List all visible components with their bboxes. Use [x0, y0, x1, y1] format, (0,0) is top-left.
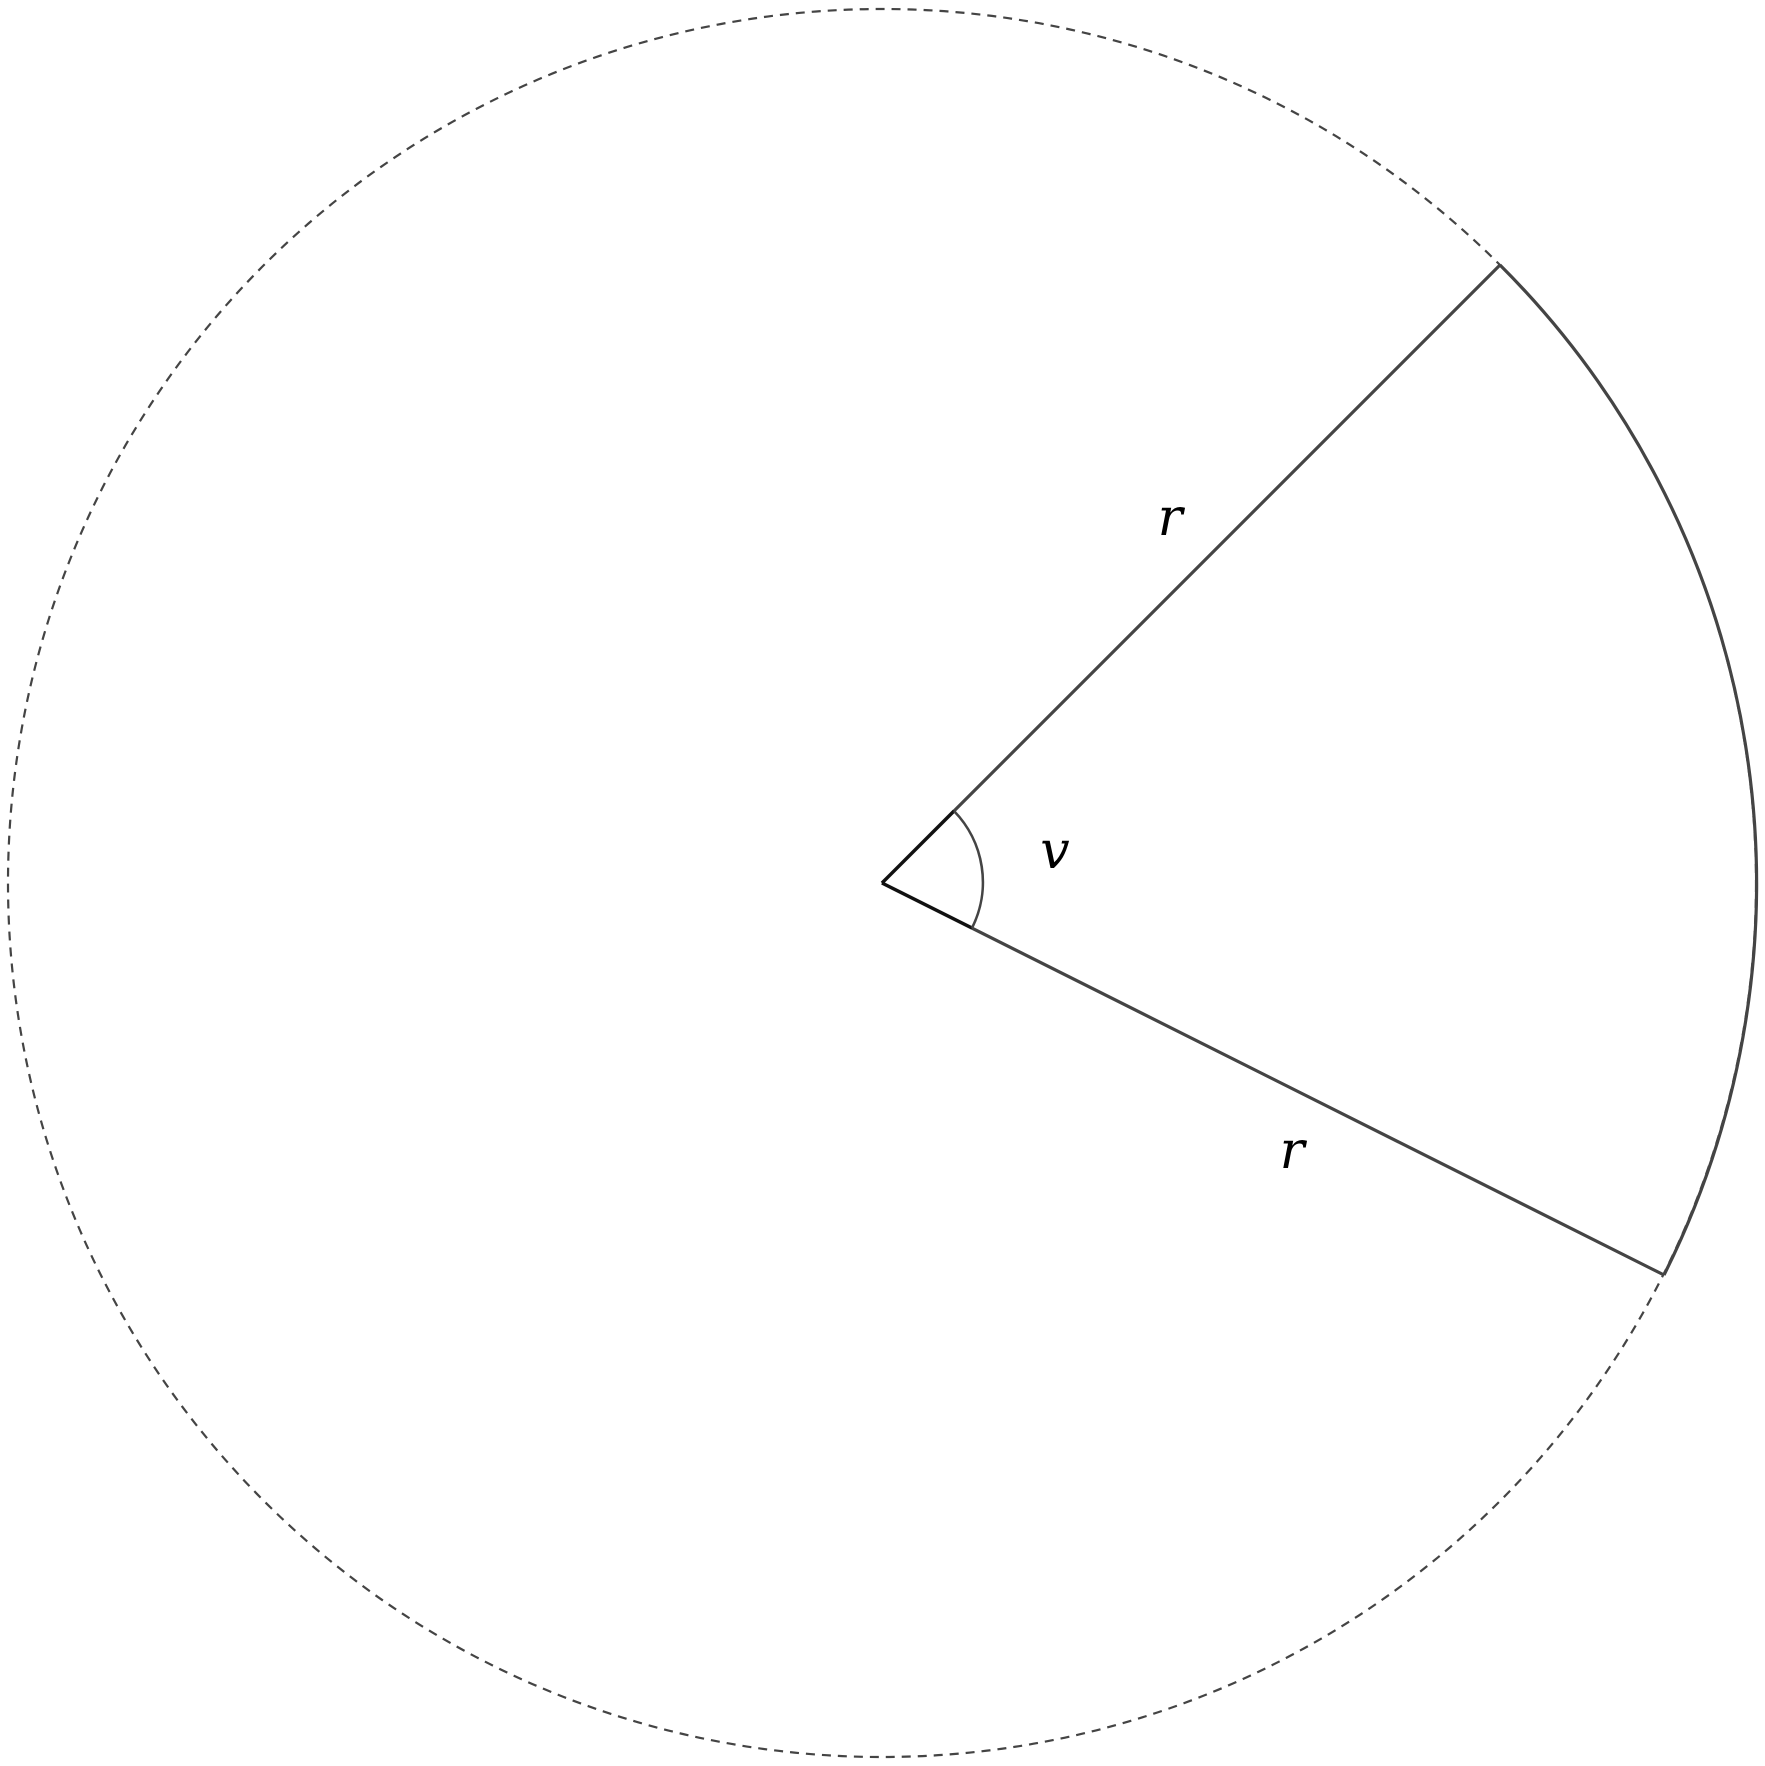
angle-label: v — [1040, 821, 1069, 881]
sector-arc — [1498, 263, 1759, 1276]
angle-marker-arc — [953, 810, 985, 929]
radius-lower-label: r — [1280, 1121, 1308, 1181]
radius-upper-label: r — [1158, 488, 1186, 548]
radius-upper-line — [880, 263, 1502, 885]
radius-lower-line — [881, 881, 1665, 1277]
vertex-lower-segment — [881, 881, 973, 930]
vertex-upper-segment — [880, 809, 956, 885]
